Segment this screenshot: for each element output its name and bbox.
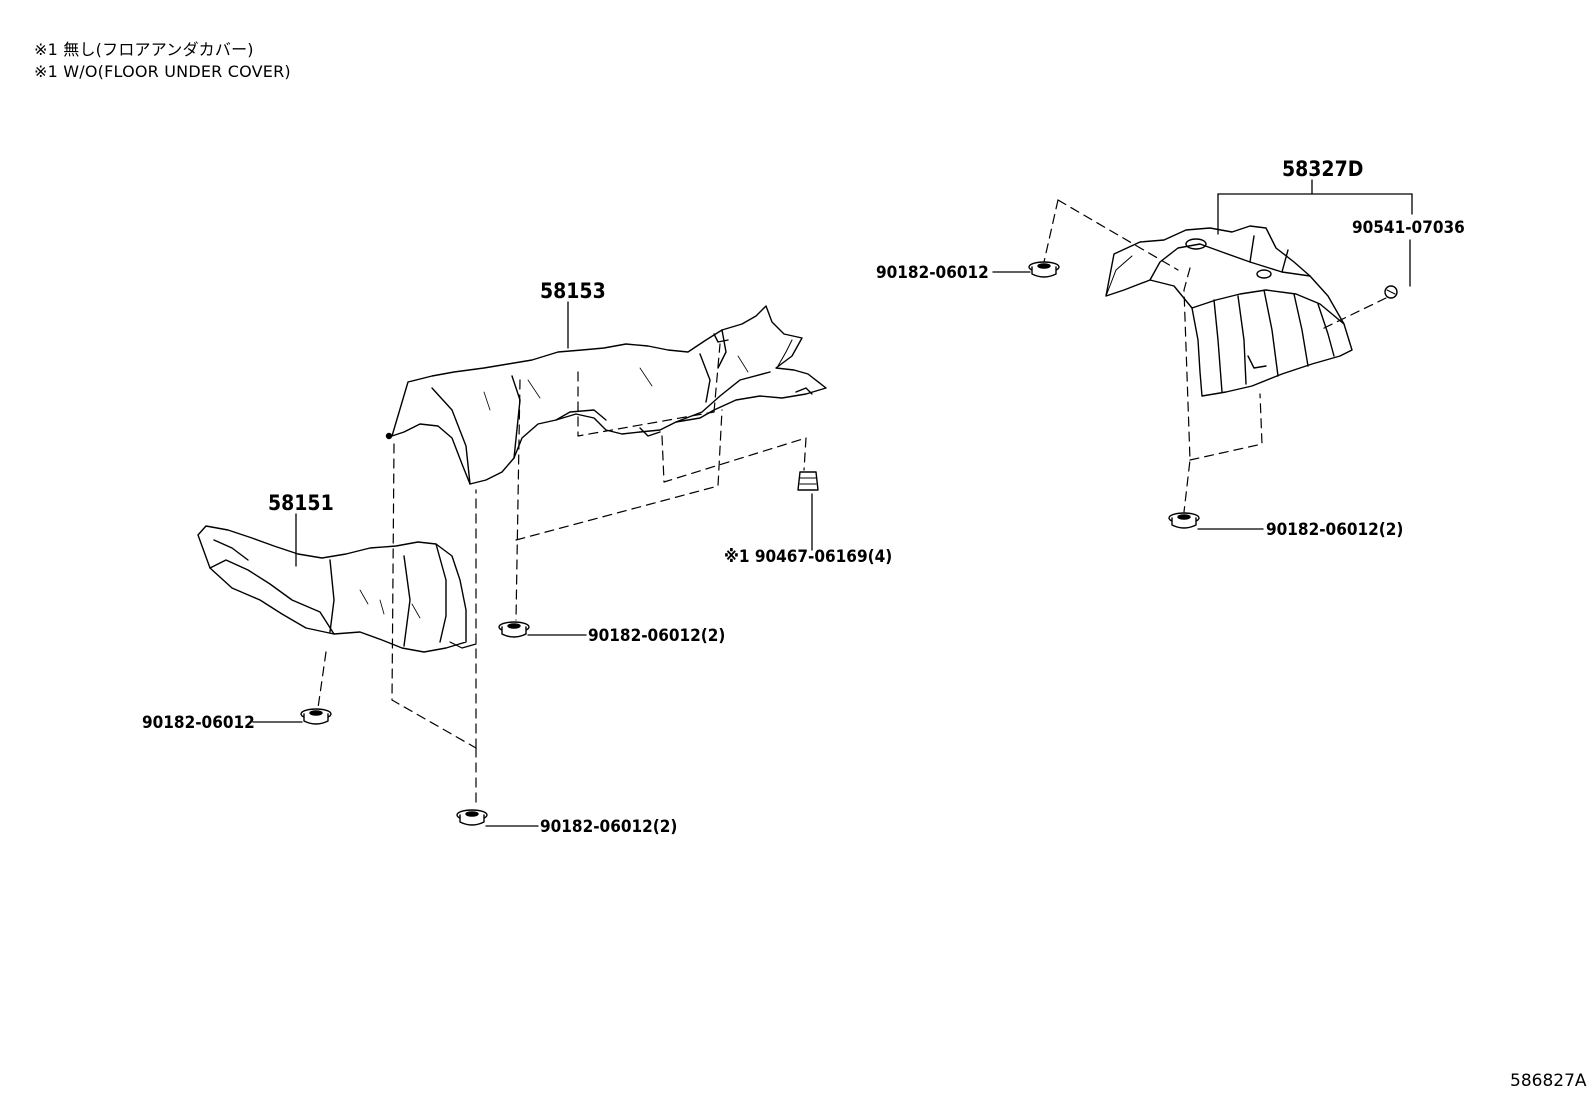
nut-left: [300, 708, 332, 725]
label-90182-06012-right-bottom: 90182-06012(2): [1266, 520, 1403, 540]
label-90541-07036: 90541-07036: [1352, 218, 1465, 238]
label-90182-06012-right-top: 90182-06012: [876, 263, 989, 283]
label-90182-06012-mid: 90182-06012(2): [588, 626, 725, 646]
label-90182-06012-bottom: 90182-06012(2): [540, 817, 677, 837]
label-58151: 58151: [268, 491, 334, 515]
footnote-english: ※1 W/O(FLOOR UNDER COVER): [34, 62, 291, 81]
part-58151-cover-shape: [197, 525, 477, 653]
part-58153-cover-shape: [385, 305, 827, 485]
part-58327D-cover-shape: [1105, 225, 1353, 397]
fasteners: [300, 261, 1398, 826]
label-90182-06012-left: 90182-06012: [142, 713, 255, 733]
nut-58327D-top: [1028, 261, 1060, 278]
label-58327D: 58327D: [1282, 157, 1363, 181]
clip-90467: [797, 471, 819, 491]
leader-lines: [252, 179, 1413, 827]
nut-58327D-bottom: [1168, 512, 1200, 529]
footnote-japanese: ※1 無し(フロアアンダカバー): [34, 40, 254, 59]
label-58153: 58153: [540, 279, 606, 303]
assembly-dashed-lines: [317, 199, 1387, 809]
nut-mid: [498, 621, 530, 638]
label-90467-06169: ※1 90467-06169(4): [724, 547, 892, 567]
illustration-id: 586827A: [1510, 1071, 1587, 1091]
clip-90541: [1384, 285, 1398, 299]
nut-bottom: [456, 809, 488, 826]
